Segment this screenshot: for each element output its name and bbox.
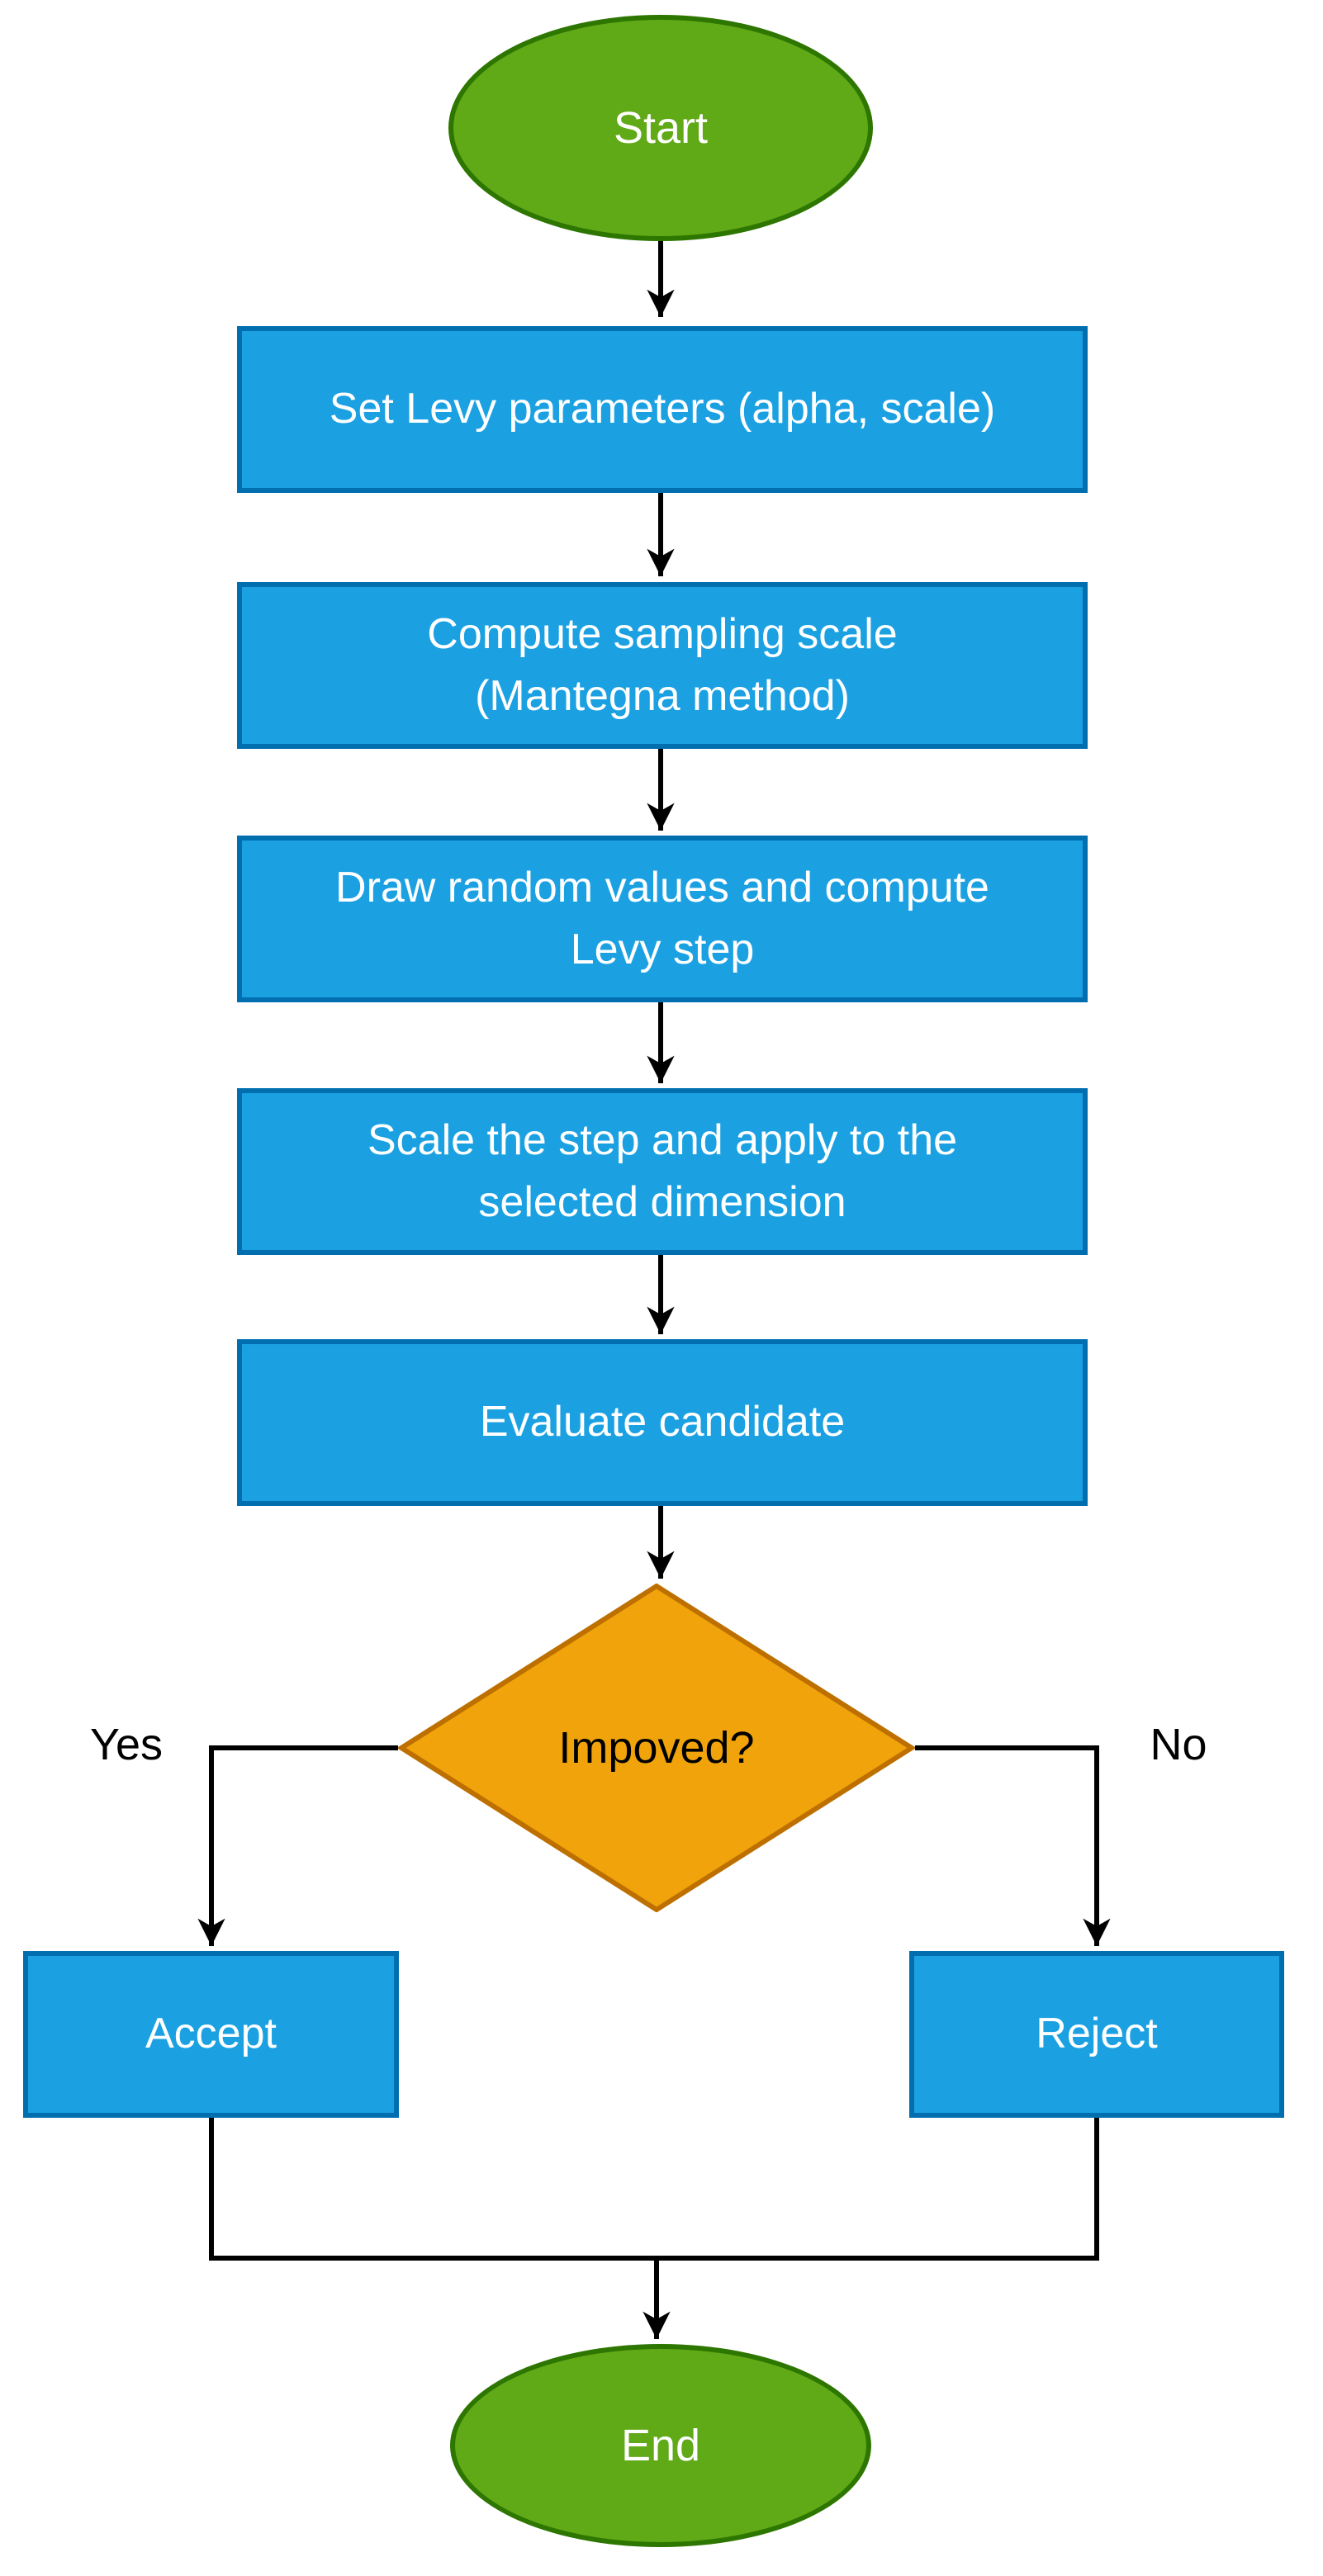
decision-improved-diamond: Impoved? <box>398 1584 915 1912</box>
process-label: Reject <box>1036 2010 1158 2058</box>
process-label: selected dimension <box>478 1178 846 1226</box>
process-label: Accept <box>145 2010 277 2058</box>
process-label: Draw random values and compute <box>335 863 989 912</box>
process-draw-random-values: Draw random values and compute Levy step <box>237 836 1088 1002</box>
arrow-decision-yes-to-accept <box>197 1745 398 1946</box>
diamond-polygon <box>398 1584 915 1912</box>
diamond-shape <box>398 1584 915 1912</box>
process-label: Evaluate candidate <box>479 1398 846 1447</box>
process-reject: Reject <box>909 1951 1284 2118</box>
process-compute-sampling-scale: Compute sampling scale (Mantegna method) <box>237 582 1088 749</box>
end-label: End <box>620 2421 701 2470</box>
start-terminator: Start <box>448 15 873 241</box>
start-label: Start <box>613 103 709 153</box>
edge-label-no: No <box>1150 1720 1207 1769</box>
process-set-levy-parameters: Set Levy parameters (alpha, scale) <box>237 326 1088 493</box>
process-label: Levy step <box>570 926 755 973</box>
edge-label-yes: Yes <box>89 1720 164 1769</box>
arrow-decision-no-to-reject <box>915 1745 1111 1946</box>
process-accept: Accept <box>23 1951 399 2118</box>
decision-label: Impoved? <box>558 1723 755 1773</box>
process-scale-the-step: Scale the step and apply to the selected… <box>237 1088 1088 1255</box>
process-label: (Mantegna method) <box>475 672 850 720</box>
end-terminator: End <box>450 2344 871 2547</box>
process-label: Scale the step and apply to the <box>367 1115 958 1164</box>
process-label: Set Levy parameters (alpha, scale) <box>329 385 996 433</box>
process-evaluate-candidate: Evaluate candidate <box>237 1339 1088 1506</box>
merge-connector <box>209 2118 1099 2261</box>
process-label: Compute sampling scale <box>427 609 898 658</box>
